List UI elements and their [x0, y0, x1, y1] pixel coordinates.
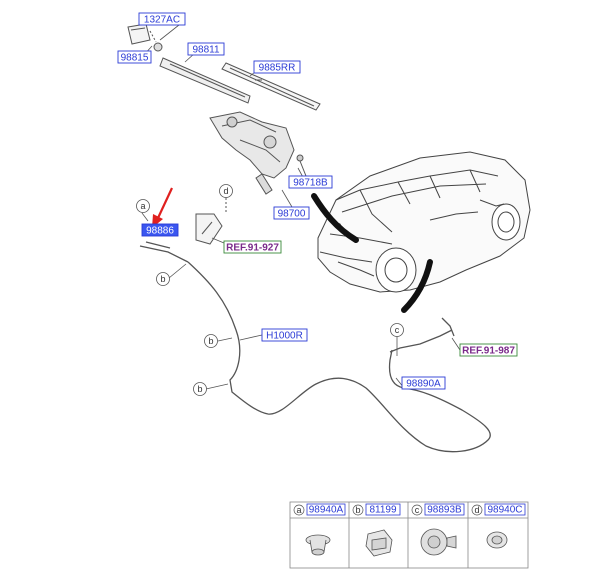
callout-a: a [136, 199, 150, 213]
reference-91-987-text: REF.91-987 [462, 346, 515, 357]
callout-b-3: b [193, 382, 207, 396]
legend-c-part: 98893B [427, 505, 462, 516]
label-1327ac-text: 1327AC [144, 15, 180, 26]
label-98718b[interactable]: 98718B [288, 175, 333, 189]
legend-b-part: 81199 [369, 505, 397, 516]
label-98890a[interactable]: 98890A [401, 376, 446, 390]
legend-d-letter: d [474, 505, 479, 515]
callout-b-2-text: b [208, 336, 213, 346]
callout-c: c [390, 323, 404, 337]
callout-d-text: d [223, 186, 228, 196]
callout-b-1: b [156, 272, 170, 286]
legend-d-part: 98940C [487, 505, 522, 516]
legend-cell-a[interactable]: a 98940A [293, 503, 346, 516]
label-9885rr[interactable]: 9885RR [253, 60, 301, 74]
callout-b-1-text: b [160, 274, 165, 284]
callout-d-top: d [219, 184, 233, 198]
reference-91-927[interactable]: REF.91-927 [223, 240, 282, 254]
legend-a-letter: a [296, 505, 301, 515]
label-98700-text: 98700 [278, 209, 306, 220]
label-h1000r-text: H1000R [266, 331, 303, 342]
label-98811[interactable]: 98811 [187, 42, 225, 56]
label-98815[interactable]: 98815 [117, 50, 152, 64]
grommet-98893b-drawing [420, 528, 457, 556]
label-98811-text: 98811 [192, 45, 220, 56]
legend-c-letter: c [415, 505, 420, 515]
legend-cell-c[interactable]: c 98893B [411, 503, 465, 516]
wiper-motor-drawing [209, 111, 307, 195]
label-9885rr-text: 9885RR [259, 63, 296, 74]
legend-a-part: 98940A [309, 505, 344, 516]
red-pointer-arrow [152, 187, 173, 228]
legend-cell-d[interactable]: d 98940C [471, 503, 526, 516]
location-leaders [311, 193, 433, 313]
reference-91-927-text: REF.91-927 [226, 243, 279, 254]
legend-b-letter: b [355, 505, 360, 515]
clip-81199-drawing [365, 529, 393, 557]
reference-91-987[interactable]: REF.91-987 [459, 343, 518, 357]
label-98890a-text: 98890A [406, 379, 441, 390]
callout-b-2: b [204, 334, 218, 348]
label-98886-highlighted[interactable]: 98886 [141, 223, 179, 237]
wiper-arm-drawing [159, 57, 321, 111]
clip-98940c-drawing [486, 531, 508, 549]
label-98718b-text: 98718B [293, 178, 328, 189]
nozzle-bracket-drawing [195, 198, 227, 245]
wiper-cap-drawing [127, 23, 163, 52]
label-98700[interactable]: 98700 [273, 206, 310, 220]
label-1327ac[interactable]: 1327AC [138, 12, 186, 26]
callout-a-text: a [140, 201, 145, 211]
legend-cell-b[interactable]: b 81199 [352, 503, 401, 516]
car-drawing [317, 151, 531, 293]
callout-b-3-text: b [197, 384, 202, 394]
clip-98940a-drawing [305, 534, 331, 556]
label-98815-text: 98815 [121, 53, 149, 64]
label-98886-text: 98886 [146, 226, 174, 237]
fastener-legend: a 98940A b 81199 c 98893B d 98940C [289, 501, 529, 569]
label-h1000r[interactable]: H1000R [261, 328, 308, 342]
callout-c-text: c [395, 325, 400, 335]
